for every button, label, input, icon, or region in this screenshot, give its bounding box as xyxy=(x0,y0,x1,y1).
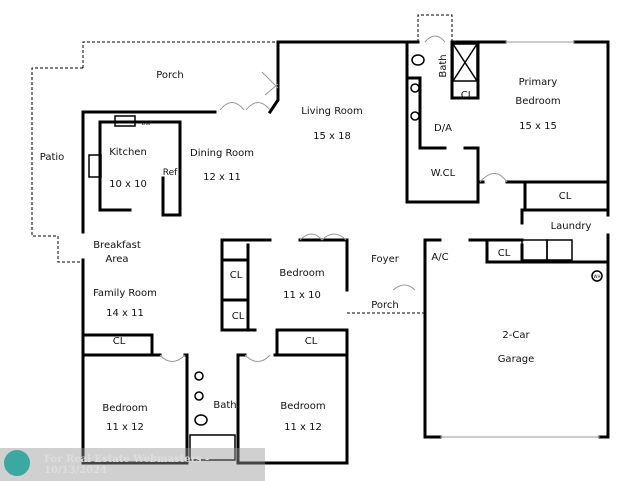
labels: Porch Patio Kitchen 10 x 10 Ref DW Dinin… xyxy=(40,54,601,433)
watermark: For Real Estate Webmasters - 10/13/2024 xyxy=(0,448,265,481)
ref-label: Ref xyxy=(163,168,178,178)
left-bedroom-size: 11 x 12 xyxy=(106,422,144,433)
dryer-icon xyxy=(546,239,573,261)
primary-size: 15 x 15 xyxy=(519,121,557,132)
watermark-logo-icon xyxy=(4,450,30,476)
living-size: 15 x 18 xyxy=(313,131,351,142)
laundry-closet-label: CL xyxy=(498,248,511,259)
watermark-text: For Real Estate Webmasters - 10/13/2024 xyxy=(44,454,210,476)
family-size: 14 x 11 xyxy=(106,308,144,319)
dining-label: Dining Room xyxy=(190,148,254,159)
mid-bedroom-label: Bedroom xyxy=(279,268,324,279)
water-heater-label: WH xyxy=(594,274,601,279)
hall-bath-label: Bath xyxy=(213,400,236,411)
bath-closet-label: CL xyxy=(461,90,474,101)
right-bedroom-closet-label: CL xyxy=(305,336,318,347)
mid-closet-1-label: CL xyxy=(230,270,243,281)
primary-closet-label: CL xyxy=(559,191,572,202)
dining-size: 12 x 11 xyxy=(203,172,241,183)
sink-icon xyxy=(194,391,204,401)
patio-label: Patio xyxy=(40,152,65,163)
stove-icon xyxy=(88,154,102,178)
walk-in-closet-label: W.CL xyxy=(431,168,456,179)
sink-icon xyxy=(410,83,420,93)
front-porch-label: Porch xyxy=(371,300,399,311)
kitchen-size: 10 x 10 xyxy=(109,179,147,190)
sink-icon xyxy=(194,371,204,381)
primary-label-2: Bedroom xyxy=(515,96,560,107)
living-label: Living Room xyxy=(301,106,362,117)
primary-bath-label: Bath xyxy=(438,54,449,77)
toilet-icon xyxy=(411,54,425,66)
mid-closet-2-label: CL xyxy=(232,311,245,322)
mid-bedroom-size: 11 x 10 xyxy=(283,290,321,301)
garage-label-2: Garage xyxy=(498,354,535,365)
porch-label: Porch xyxy=(156,70,184,81)
fixtures xyxy=(88,35,603,461)
shower-icon xyxy=(452,43,478,82)
walls xyxy=(31,14,610,465)
laundry-label: Laundry xyxy=(551,221,592,232)
primary-label-1: Primary xyxy=(519,77,558,88)
da-label: D/A xyxy=(434,123,452,134)
family-closet-label: CL xyxy=(113,336,126,347)
bathtub-icon xyxy=(189,434,236,461)
right-bedroom-size: 11 x 12 xyxy=(284,422,322,433)
water-heater-icon xyxy=(591,270,603,282)
breakfast-label-2: Area xyxy=(105,254,128,265)
sink-icon xyxy=(114,115,136,127)
family-label: Family Room xyxy=(93,288,157,299)
ac-label: A/C xyxy=(431,252,448,263)
kitchen-label: Kitchen xyxy=(109,147,147,158)
sink-icon xyxy=(410,111,420,121)
garage-label-1: 2-Car xyxy=(502,330,530,341)
left-bedroom-label: Bedroom xyxy=(102,403,147,414)
right-bedroom-label: Bedroom xyxy=(280,401,325,412)
foyer-label: Foyer xyxy=(371,254,400,265)
dw-label: DW xyxy=(142,121,151,127)
washer-icon xyxy=(521,239,548,261)
toilet-icon xyxy=(194,414,208,426)
breakfast-label-1: Breakfast xyxy=(93,240,141,251)
